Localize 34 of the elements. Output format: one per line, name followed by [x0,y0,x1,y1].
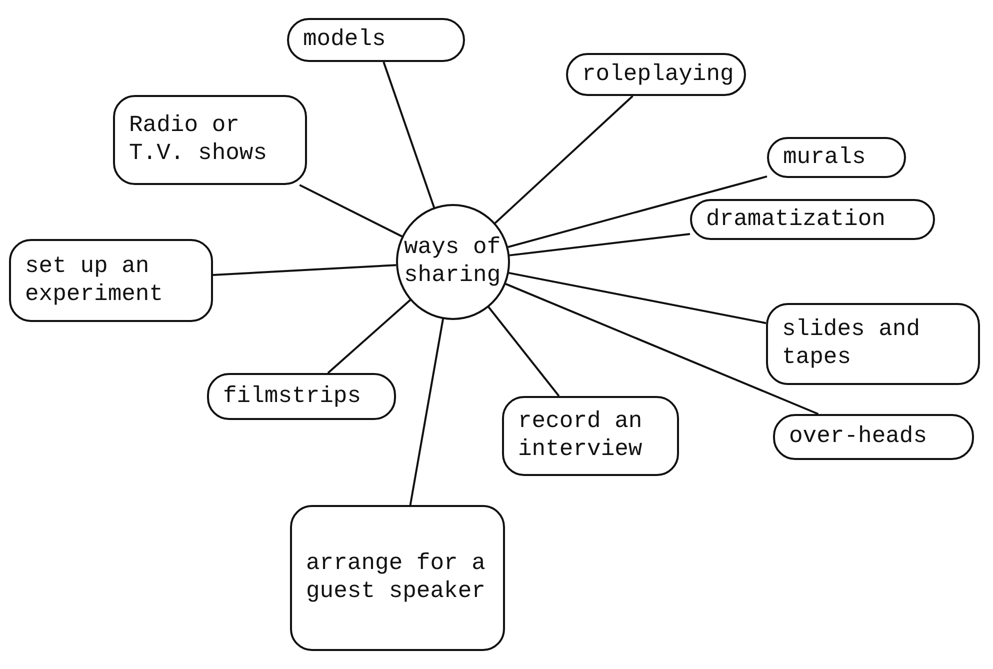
connector-line [494,95,634,224]
idea-box [767,137,906,178]
idea-box [502,396,679,476]
connector-line [299,184,402,238]
idea-box [207,373,396,420]
node-label: filmstrips [223,382,362,410]
node-label: models [303,26,386,54]
idea-box [9,239,213,322]
connector-line [509,232,690,256]
node-label: arrange for a guest speaker [306,550,486,606]
connector-line [409,318,444,506]
idea-box [566,53,746,96]
connector-line [508,272,766,324]
node-label: slides and tapes [782,316,922,372]
node-label: over-heads [789,423,928,451]
idea-box [287,18,465,62]
idea-box [773,414,974,460]
idea-box [690,199,935,240]
node-label: Radio or T.V. shows [129,112,268,168]
node-label: roleplaying [582,60,734,88]
connector-line [327,299,412,374]
connector-line [488,306,560,397]
idea-box [290,505,505,651]
idea-box [113,95,307,185]
connector-line [382,62,436,208]
node-label: murals [783,144,866,172]
connector-line [505,282,819,415]
connector-line [212,264,396,276]
node-label: record an interview [518,408,644,464]
connector-line [508,175,768,248]
node-label: set up an experiment [25,252,164,308]
node-label: dramatization [706,206,886,234]
idea-box [766,303,980,385]
node-label: ways of sharing [404,234,502,290]
